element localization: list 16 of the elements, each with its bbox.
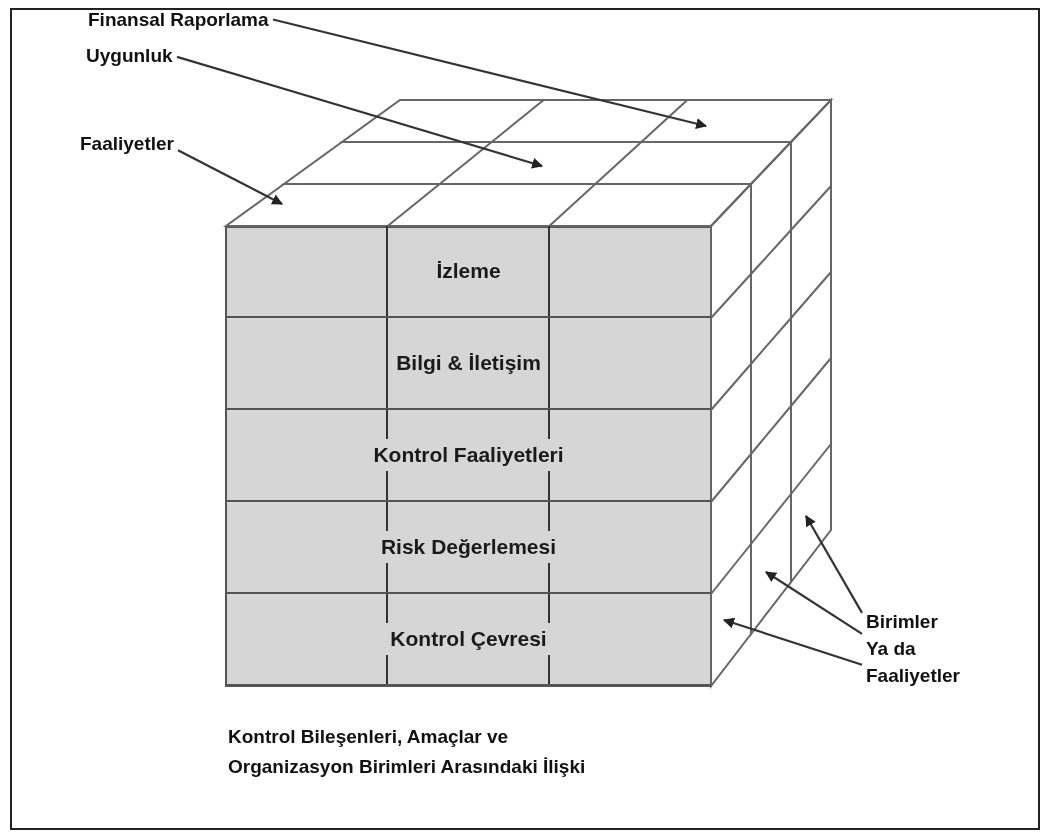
leader-line [765, 571, 863, 635]
axis-label: Birimler Ya da Faaliyetler [866, 610, 961, 688]
axis-label: Uygunluk [86, 44, 173, 68]
leader-line [805, 515, 863, 614]
caption: Kontrol Bileşenleri, Amaçlar ve Organizasyon Birimleri Arasındaki İlişki [228, 725, 587, 779]
top-cube-layer [222, 183, 754, 227]
leader-line [722, 617, 863, 666]
component-label: Kontrol Çevresi [386, 623, 551, 655]
top-cube-layer [280, 141, 794, 185]
leader-line [177, 149, 283, 205]
side-cube-layer [790, 97, 832, 585]
axis-label: Faaliyetler [80, 132, 174, 156]
axis-label: Finansal Raporlama [88, 8, 269, 32]
leader-line [176, 55, 544, 169]
top-cube-layer [338, 99, 834, 143]
leader-line [272, 18, 708, 129]
